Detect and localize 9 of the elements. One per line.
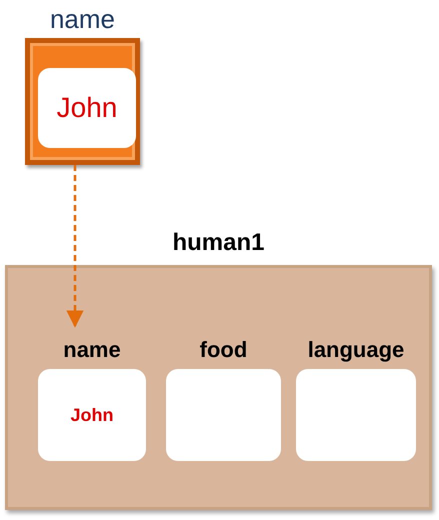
box-heading: name xyxy=(63,336,121,364)
arrow xyxy=(66,165,84,328)
value-text: John xyxy=(70,404,114,426)
box-heading: name xyxy=(50,2,116,36)
box-heading: human1 xyxy=(172,228,264,258)
box-heading: language xyxy=(308,336,404,364)
box-heading: food xyxy=(200,336,248,364)
value-box xyxy=(38,68,136,148)
value-text: John xyxy=(56,91,118,125)
